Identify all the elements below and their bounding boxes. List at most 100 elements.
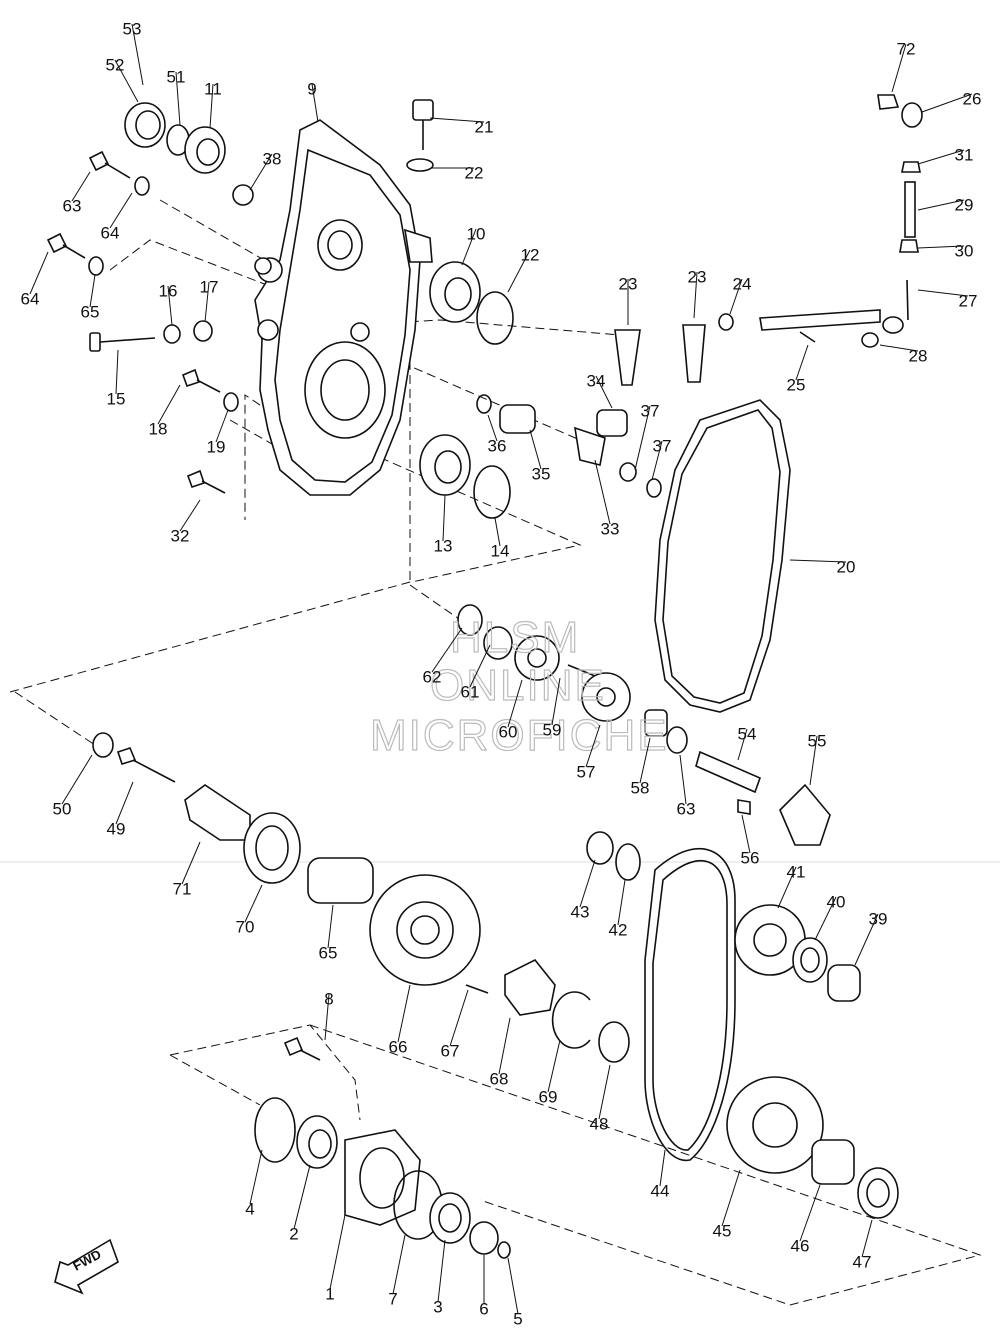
callout-3: 3 [433, 1297, 442, 1316]
callout-66: 66 [389, 1037, 408, 1056]
leader-line-2 [293, 1164, 311, 1230]
callout-26: 26 [963, 89, 982, 108]
callout-65: 65 [319, 943, 338, 962]
leader-line-37 [651, 440, 663, 481]
sprockets [726, 904, 899, 1219]
leader-line-66 [397, 984, 411, 1043]
leader-line-52 [114, 59, 139, 103]
callout-47: 47 [853, 1252, 872, 1271]
bottom-parts [254, 1036, 511, 1259]
callout-25: 25 [787, 375, 806, 394]
leader-line-19 [215, 409, 229, 443]
callout-37: 37 [653, 436, 672, 455]
callout-69: 69 [539, 1087, 558, 1106]
shift-linkage [476, 94, 923, 498]
callout-48: 48 [590, 1114, 609, 1133]
callout-54: 54 [738, 724, 757, 743]
callout-34: 34 [587, 371, 606, 390]
leader-line-48 [598, 1064, 611, 1120]
leader-line-56 [741, 814, 751, 854]
callout-23: 23 [619, 274, 638, 293]
leader-line-61 [469, 644, 491, 688]
leader-line-53 [131, 23, 144, 86]
callout-67: 67 [441, 1041, 460, 1060]
leader-line-7 [392, 1234, 406, 1295]
callout-30: 30 [955, 241, 974, 260]
leader-line-26 [921, 93, 973, 113]
leader-line-4 [249, 1149, 263, 1205]
leader-line-38 [249, 153, 273, 191]
leader-line-40 [814, 896, 837, 941]
leader-line-8 [324, 993, 330, 1041]
callout-37: 37 [641, 401, 660, 420]
leader-line-41 [777, 866, 797, 909]
callout-28: 28 [909, 346, 928, 365]
leader-line-50 [61, 754, 93, 805]
leader-line-65 [327, 904, 334, 949]
watermark-line1: HLSM [450, 613, 580, 662]
callout-24: 24 [733, 274, 752, 293]
leader-line-23 [693, 271, 698, 319]
leader-line-20 [789, 559, 847, 563]
callout-61: 61 [461, 682, 480, 701]
callout-68: 68 [490, 1069, 509, 1088]
leader-line-67 [449, 989, 469, 1047]
callout-40: 40 [827, 892, 846, 911]
callout-22: 22 [465, 163, 484, 182]
leader-line-42 [617, 879, 626, 926]
callout-56: 56 [741, 848, 760, 867]
leader-line-30 [917, 245, 965, 249]
leader-line-17 [204, 281, 210, 323]
leader-line-63 [679, 754, 687, 805]
leader-line-60 [507, 679, 523, 728]
callout-52: 52 [106, 55, 125, 74]
leader-line-49 [115, 781, 134, 825]
leader-line-12 [507, 249, 531, 293]
callout-33: 33 [601, 519, 620, 538]
callout-64: 64 [101, 223, 120, 242]
callout-31: 31 [955, 145, 974, 164]
callout-16: 16 [159, 281, 178, 300]
callout-45: 45 [713, 1221, 732, 1240]
leader-line-55 [809, 735, 818, 786]
leader-line-59 [551, 677, 561, 726]
leader-line-71 [181, 841, 201, 885]
leader-line-15 [115, 349, 119, 395]
callout-15: 15 [107, 389, 126, 408]
callout-20: 20 [837, 557, 856, 576]
callout-46: 46 [791, 1236, 810, 1255]
callout-71: 71 [173, 879, 192, 898]
callout-38: 38 [263, 149, 282, 168]
callout-29: 29 [955, 195, 974, 214]
callout-8: 8 [324, 989, 333, 1008]
callout-60: 60 [499, 722, 518, 741]
callout-51: 51 [167, 67, 186, 86]
callout-1: 1 [325, 1284, 334, 1303]
leader-line-70 [244, 884, 263, 923]
leader-line-32 [179, 499, 201, 532]
leader-line-34 [595, 375, 613, 409]
fwd-arrow-icon: FWD [54, 1238, 119, 1295]
callout-43: 43 [571, 902, 590, 921]
leader-line-64 [109, 192, 133, 229]
leader-line-13 [442, 494, 446, 542]
callout-57: 57 [577, 762, 596, 781]
callout-21: 21 [475, 117, 494, 136]
callout-14: 14 [491, 541, 510, 560]
leader-line-5 [507, 1257, 519, 1315]
callout-18: 18 [149, 419, 168, 438]
leader-line-54 [737, 728, 748, 761]
leader-line-24 [729, 278, 743, 315]
callout-64: 64 [21, 289, 40, 308]
leader-line-69 [547, 1039, 561, 1093]
callout-19: 19 [207, 437, 226, 456]
callout-17: 17 [200, 277, 219, 296]
leader-line-10 [461, 228, 477, 266]
case-cover [254, 119, 433, 496]
callout-50: 50 [53, 799, 72, 818]
callout-55: 55 [808, 731, 827, 750]
callout-44: 44 [651, 1181, 670, 1200]
